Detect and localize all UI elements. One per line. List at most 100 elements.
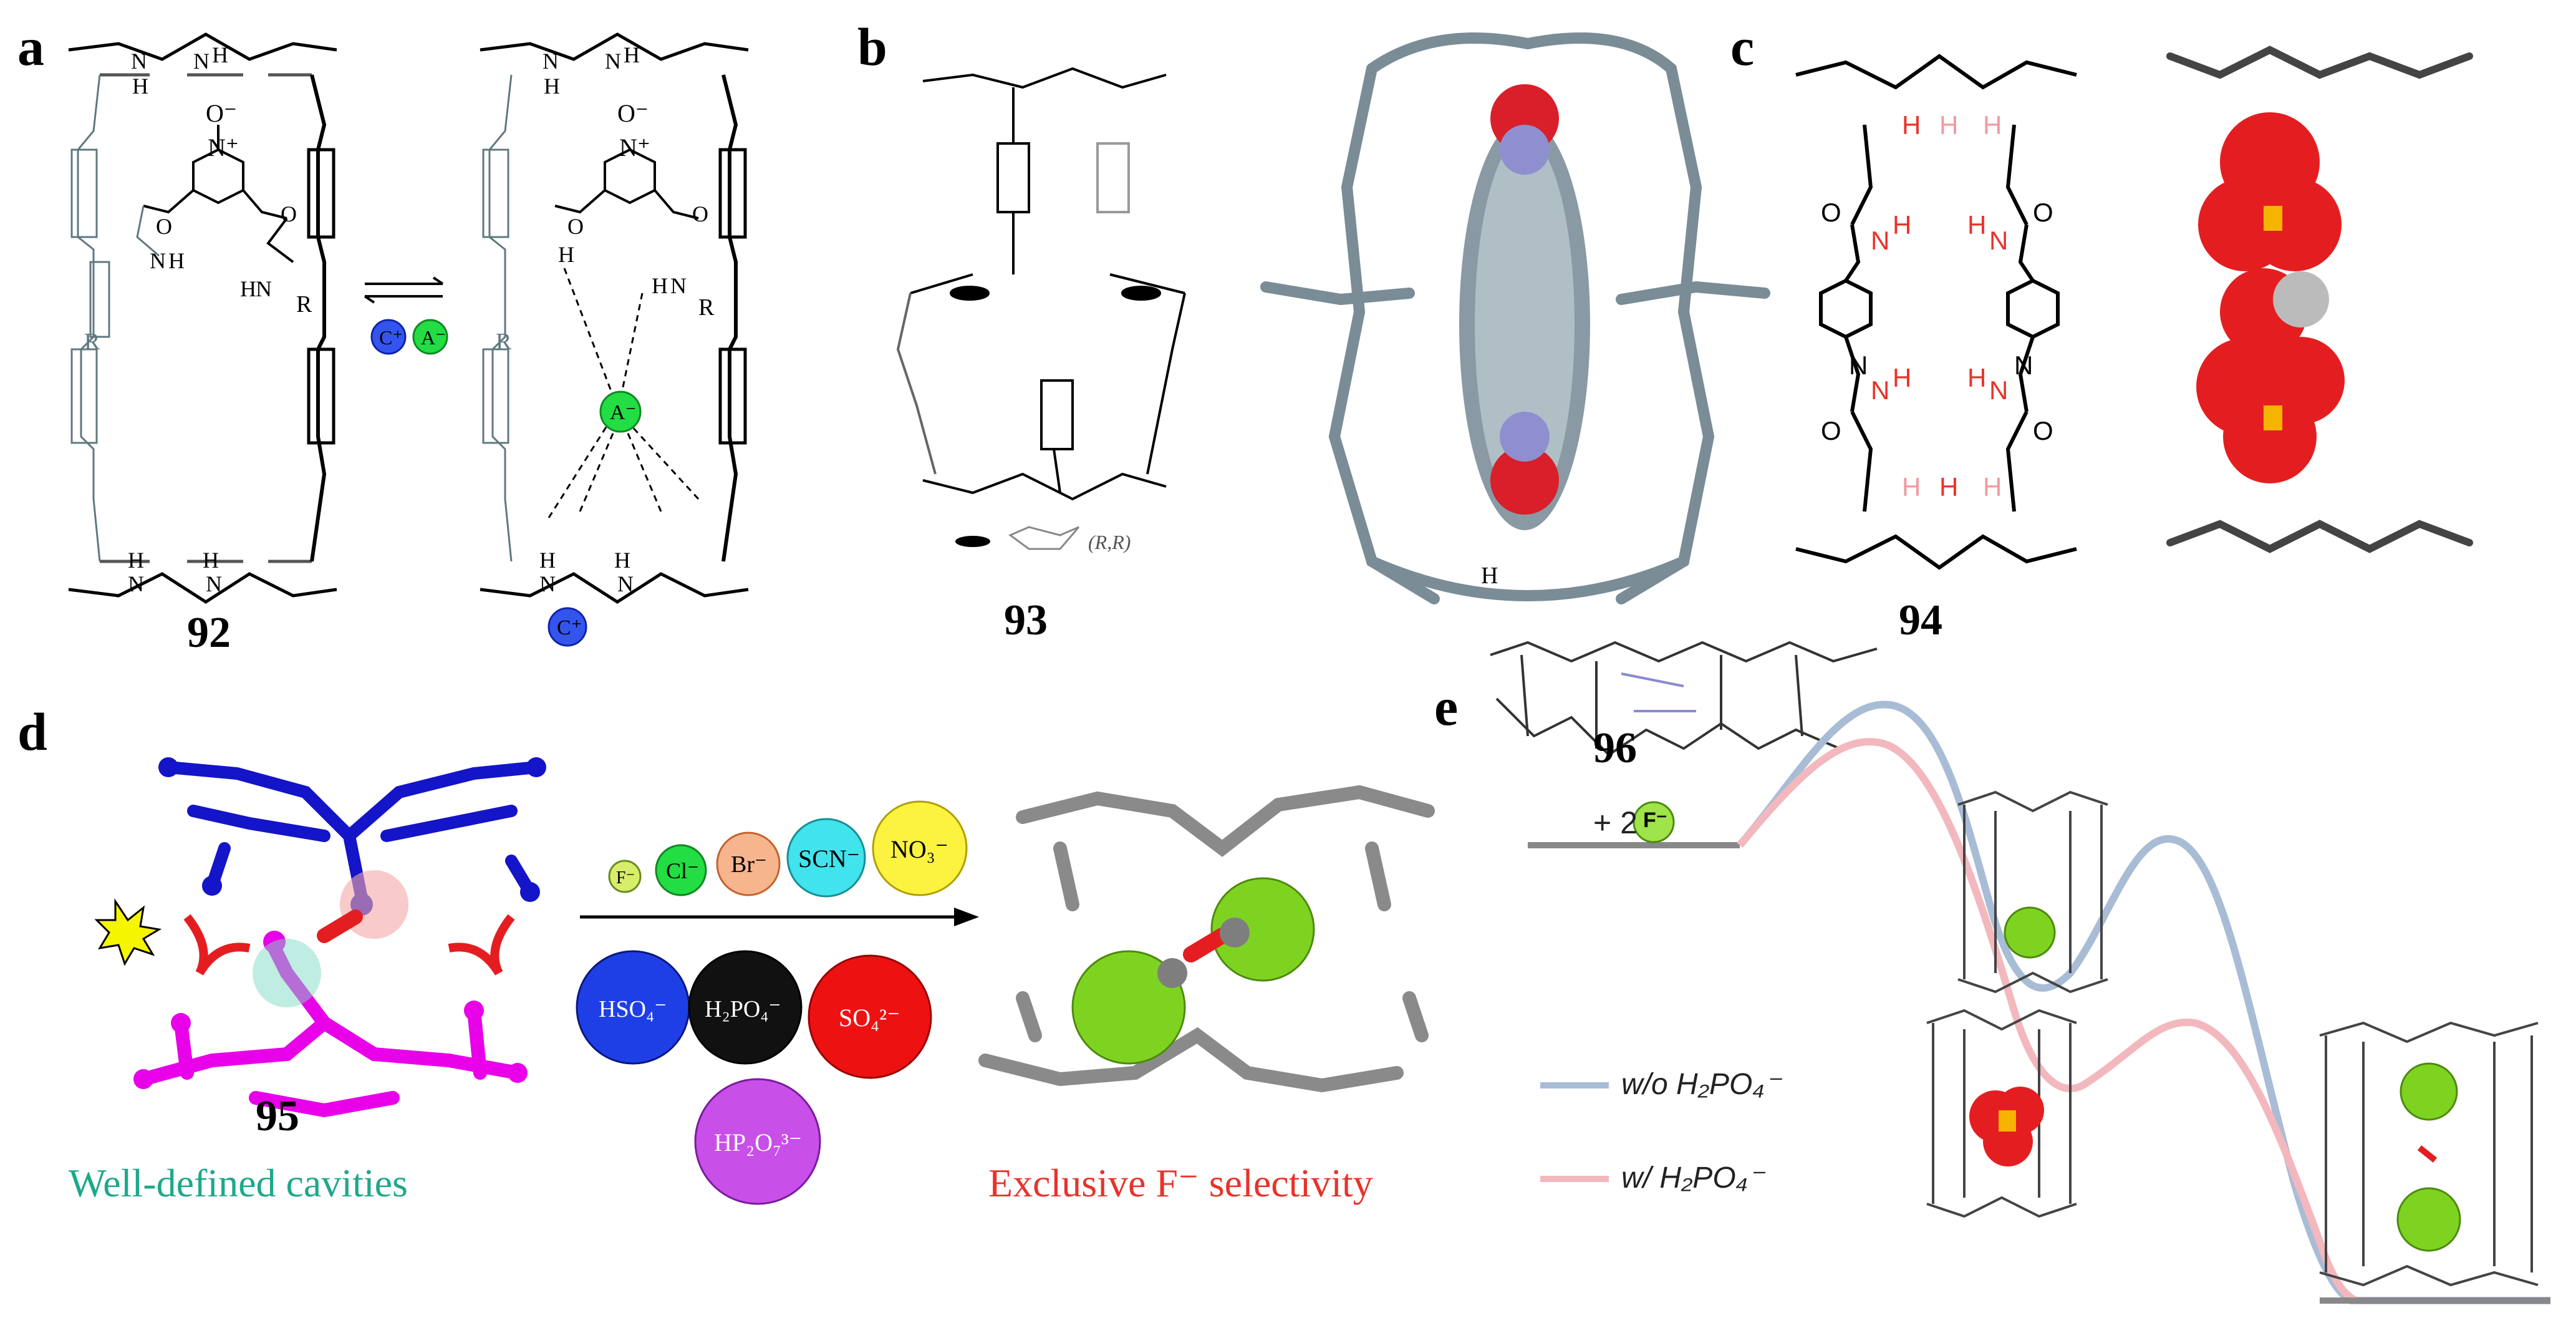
host-magenta-fragment xyxy=(133,931,528,1118)
svg-text:N: N xyxy=(131,49,147,74)
compound-96: 96 xyxy=(1593,724,1637,772)
fluoride-label: F⁻ xyxy=(1643,808,1667,832)
anion-h2po4: H₂PO₄⁻ xyxy=(705,996,781,1022)
svg-text:N: N xyxy=(1871,376,1889,405)
svg-text:O: O xyxy=(281,201,297,226)
bound-anion-label: A⁻ xyxy=(610,401,637,424)
svg-text:N: N xyxy=(193,49,210,74)
svg-text:O: O xyxy=(692,201,708,226)
svg-text:O: O xyxy=(2033,416,2053,445)
svg-text:H: H xyxy=(652,273,668,298)
bound-cation-label: C⁺ xyxy=(557,616,582,639)
svg-text:N: N xyxy=(670,273,687,298)
svg-text:N: N xyxy=(605,49,621,74)
crystal-structure-93 xyxy=(1260,32,1770,604)
product-fluoride-2 xyxy=(2396,1187,2461,1252)
cage-93-drawing xyxy=(896,67,1186,501)
equilibrium-arrows xyxy=(364,276,444,304)
cage-92-bound xyxy=(480,32,749,604)
r-left: R xyxy=(84,329,100,355)
svg-text:H: H xyxy=(240,276,256,301)
svg-text:N: N xyxy=(2014,351,2033,380)
n-plus-right: N⁺ xyxy=(619,133,650,162)
n-oxide-o-right: O⁻ xyxy=(617,99,649,127)
intermediate-cage-2 xyxy=(1926,1009,2077,1218)
h1-label: H¹ xyxy=(1440,143,1466,171)
svg-text:N: N xyxy=(543,49,559,74)
steric-clash-left xyxy=(183,914,251,976)
fluoride-ball xyxy=(1633,801,1675,843)
svg-text:N: N xyxy=(1849,351,1868,380)
panel-letter-a: a xyxy=(17,17,44,77)
svg-text:H: H xyxy=(1893,363,1911,392)
svg-text:H: H xyxy=(624,42,640,67)
panel-letter-e: e xyxy=(1434,677,1459,737)
pathway-with-h2po4 xyxy=(1737,738,2359,1304)
reaction-arrowhead xyxy=(954,908,979,926)
anion-cl: Cl⁻ xyxy=(666,858,699,883)
compound-95: 95 xyxy=(256,1092,299,1140)
svg-text:O: O xyxy=(1821,198,1841,227)
h2-label: H² xyxy=(1391,230,1416,258)
bound-anion-ball xyxy=(599,390,642,433)
svg-text:O: O xyxy=(156,214,172,239)
cation-label: C⁺ xyxy=(379,326,403,349)
svg-text:N: N xyxy=(617,571,634,596)
cage-92-free xyxy=(68,32,337,604)
anion-br: Br⁻ xyxy=(731,851,767,878)
svg-text:H: H xyxy=(614,548,630,573)
r-right-bound: R xyxy=(698,294,715,321)
compound-94: 94 xyxy=(1899,596,1942,644)
anion-scn: SCN⁻ xyxy=(798,845,860,873)
svg-text:H: H xyxy=(1983,110,2002,140)
legend-without-h2po4: w/o H₂PO₄⁻ xyxy=(1621,1068,1780,1101)
svg-text:H: H xyxy=(1967,210,1986,240)
svg-text:N: N xyxy=(1871,226,1889,255)
svg-text:O: O xyxy=(1821,416,1841,445)
panel-letter-b: b xyxy=(857,17,887,77)
svg-text:H: H xyxy=(1939,110,1958,140)
caption-exclusive-selectivity: Exclusive F⁻ selectivity xyxy=(988,1161,1373,1205)
cyclohexyl-legend-ring xyxy=(1008,526,1080,550)
svg-text:O: O xyxy=(567,214,584,239)
product-fluoride-1 xyxy=(2400,1062,2458,1121)
svg-text:H: H xyxy=(1967,363,1986,392)
intermediate-1-fluoride xyxy=(2004,906,2056,959)
svg-text:H: H xyxy=(132,74,148,99)
cation-ball xyxy=(370,319,407,355)
cavity-highlight-bottom xyxy=(253,939,321,1007)
product-cage xyxy=(2319,1021,2539,1287)
intermediate-cage-1 xyxy=(1957,790,2108,994)
svg-text:O: O xyxy=(2033,198,2053,227)
svg-text:H: H xyxy=(544,74,560,99)
svg-text:H: H xyxy=(203,548,219,573)
anion-set xyxy=(576,800,968,1205)
anion-no3: NO₃⁻ xyxy=(890,835,948,863)
anion-ball xyxy=(412,319,448,355)
cage-94-drawing xyxy=(1795,54,2077,570)
reactant-plus-two: + 2 xyxy=(1593,805,1638,840)
svg-text:H: H xyxy=(212,42,228,67)
r-left-bound: R xyxy=(496,329,512,355)
crystal-structure-94 xyxy=(2166,46,2473,553)
svg-text:H: H xyxy=(128,548,144,573)
svg-text:N: N xyxy=(539,571,556,596)
svg-text:N: N xyxy=(206,571,222,596)
svg-text:H: H xyxy=(1902,472,1921,502)
legend-rr: (R,R) xyxy=(1088,531,1131,553)
product-water xyxy=(2417,1145,2438,1163)
burst-star-icon xyxy=(94,898,162,966)
svg-text:N: N xyxy=(150,248,166,273)
svg-text:N: N xyxy=(1989,376,2008,405)
svg-text:H: H xyxy=(558,242,574,267)
bound-cation-ball xyxy=(548,607,587,647)
anion-label: A⁻ xyxy=(421,326,446,349)
svg-text:N: N xyxy=(128,571,144,596)
compound-92: 92 xyxy=(187,609,231,657)
intermediate-2-phosphate-3 xyxy=(1983,1117,2033,1166)
svg-text:H: H xyxy=(168,248,185,273)
